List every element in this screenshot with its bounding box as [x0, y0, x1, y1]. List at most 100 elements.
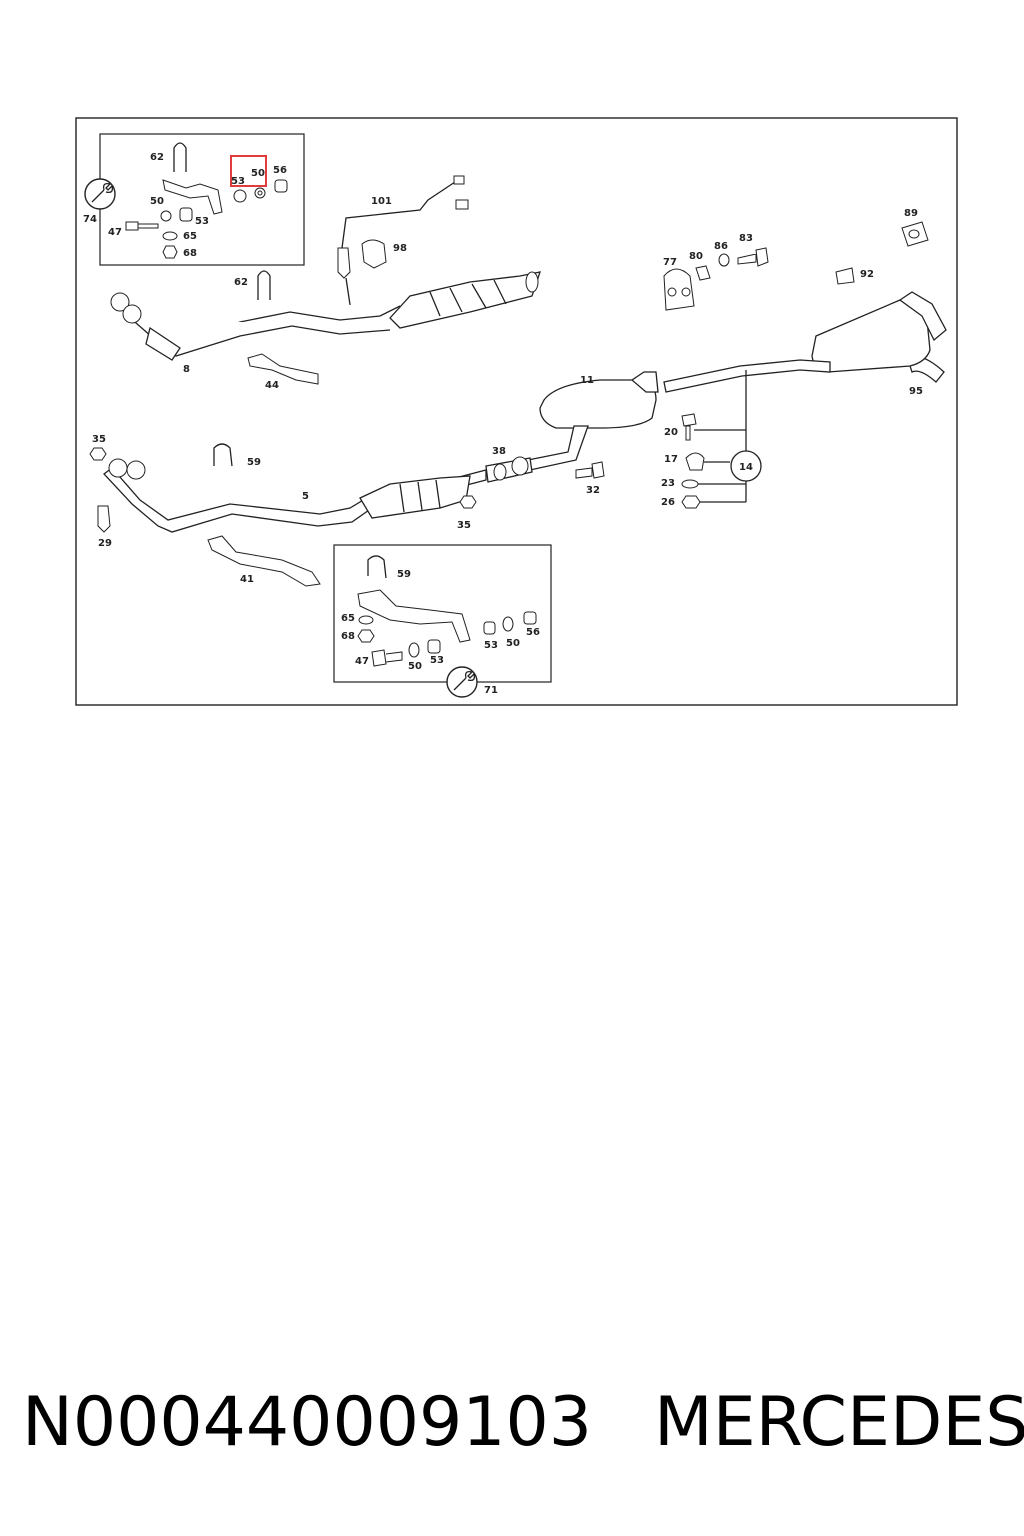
callout-74: 74 — [83, 214, 97, 225]
bolt-47 — [125, 221, 159, 231]
callout-23: 23 — [661, 478, 675, 489]
diagram-frame — [75, 117, 958, 706]
clip-98 — [361, 239, 387, 269]
callout-35b: 35 — [457, 520, 471, 531]
callout-77: 77 — [663, 257, 677, 268]
callout-71: 71 — [484, 685, 498, 696]
callout-56b: 56 — [526, 627, 540, 638]
middle-muffler — [539, 379, 657, 429]
callout-26: 26 — [661, 497, 675, 508]
bolt-47-inset — [371, 649, 403, 667]
rubber-mount-89-hole — [908, 229, 920, 239]
bracket-44 — [247, 353, 319, 385]
callout-101: 101 — [371, 196, 392, 207]
washer-86 — [718, 253, 730, 267]
flange-lower-b — [126, 460, 146, 480]
inset-box-bottom — [333, 544, 552, 683]
callout-86: 86 — [714, 241, 728, 252]
nut-53-inset-c — [483, 621, 496, 635]
part-number: N000440009103 — [22, 1383, 593, 1462]
callout-38: 38 — [492, 446, 506, 457]
u-bolt-62-mid — [257, 270, 271, 300]
bracket-41 — [207, 535, 321, 587]
u-bolt-59 — [213, 443, 233, 467]
elbow-pipe — [145, 326, 181, 361]
washer-50-left — [160, 210, 172, 222]
nut-53-left — [179, 207, 193, 222]
part-caption: N000440009103 MERCEDES — [22, 1378, 1024, 1468]
sensor-body — [337, 247, 351, 279]
callout-29: 29 — [98, 538, 112, 549]
callout-41: 41 — [240, 574, 254, 585]
u-bolt-62-top — [173, 142, 187, 172]
callout-5: 5 — [302, 491, 309, 502]
group-circle-14 — [730, 450, 762, 482]
bolt-32 — [575, 461, 605, 479]
callout-8: 8 — [183, 364, 190, 375]
callout-98: 98 — [393, 243, 407, 254]
ring-38-b — [511, 456, 529, 476]
callout-68a: 68 — [183, 248, 197, 259]
mid-pipe-down — [527, 425, 589, 471]
sensor-cable — [341, 181, 456, 249]
callout-65b: 65 — [341, 613, 355, 624]
bracket-line-14 — [694, 370, 747, 503]
callout-32: 32 — [586, 485, 600, 496]
callout-56a: 56 — [273, 165, 287, 176]
washer-50-inset-hole — [257, 190, 263, 196]
callout-17: 17 — [664, 454, 678, 465]
wrench-icon-shape-b — [453, 670, 476, 691]
callout-53b: 53 — [430, 655, 444, 666]
clamp-17 — [685, 452, 705, 471]
callout-68b: 68 — [341, 631, 355, 642]
callout-47b: 47 — [355, 656, 369, 667]
rubber-92 — [835, 267, 855, 285]
nut-53-inset-b — [427, 639, 441, 654]
washer-65-inset — [358, 615, 374, 625]
washer-23 — [681, 479, 699, 489]
nut-26 — [681, 495, 701, 509]
callout-50c: 50 — [506, 638, 520, 649]
nut-53-inset — [233, 189, 247, 203]
callout-53a: 53 — [195, 216, 209, 227]
nut-68-inset — [357, 629, 375, 643]
callout-50b: 50 — [408, 661, 422, 672]
washer-65 — [162, 231, 178, 241]
catalytic-converter-lower — [359, 475, 471, 519]
callout-92: 92 — [860, 269, 874, 280]
catalyst-outlet — [525, 271, 539, 293]
inset-box-top — [99, 133, 305, 266]
callout-80: 80 — [689, 251, 703, 262]
hanger-77-hole-a — [667, 287, 677, 297]
hanger-77 — [663, 268, 695, 311]
callout-95: 95 — [909, 386, 923, 397]
callout-53c: 53 — [484, 640, 498, 651]
brand-name: MERCEDES — [654, 1383, 1024, 1462]
bolt-83 — [737, 247, 769, 267]
nut-56-inset — [274, 179, 288, 193]
flange-left-b — [122, 304, 142, 324]
tailpipe — [898, 291, 947, 342]
catalytic-converter-top — [389, 271, 541, 329]
callout-20: 20 — [664, 427, 678, 438]
callout-65a: 65 — [183, 231, 197, 242]
callout-11: 11 — [580, 375, 594, 386]
bracket-inset-top — [162, 179, 223, 215]
callout-89: 89 — [904, 208, 918, 219]
nut-56-inset-b — [523, 611, 537, 625]
nut-35-top — [89, 447, 107, 461]
nut-68 — [162, 245, 178, 259]
sensor-plug — [453, 175, 465, 185]
callout-83: 83 — [739, 233, 753, 244]
hanger-77-hole-b — [681, 287, 691, 297]
highlight-box — [230, 155, 267, 187]
callout-62a: 62 — [150, 152, 164, 163]
middle-muffler-outlet — [630, 371, 659, 393]
washer-50-inset-c — [502, 616, 514, 632]
flange-left-a — [110, 292, 130, 312]
catalyst-lower-ribs — [399, 479, 441, 513]
callout-53-highlighted: 53 — [231, 176, 245, 187]
bracket-inset-bottom — [357, 589, 471, 643]
callout-44: 44 — [265, 380, 279, 391]
